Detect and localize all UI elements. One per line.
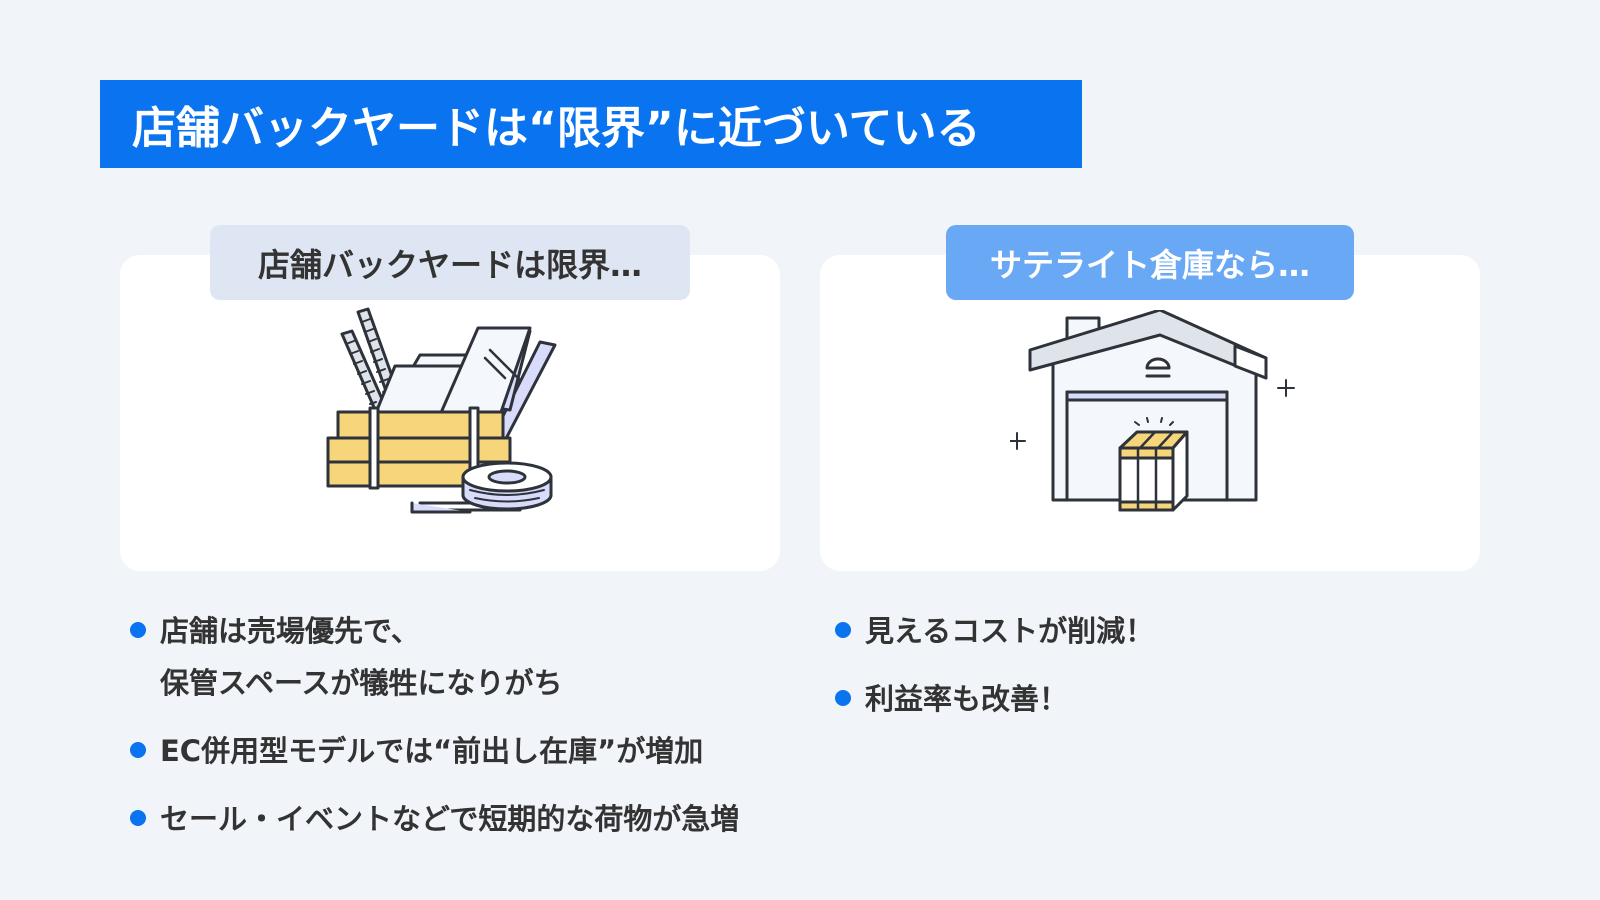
bullet-dot-icon bbox=[130, 742, 146, 758]
satellite-benefits-list: 見えるコストが削減！ 利益率も改善！ bbox=[835, 605, 1154, 741]
bullet-dot-icon bbox=[130, 622, 146, 638]
bullet-dot-icon bbox=[130, 810, 146, 826]
backyard-heading-pill: 店舗バックヤードは限界… bbox=[210, 225, 690, 300]
warehouse-with-package-icon bbox=[1008, 308, 1310, 520]
page-title: 店舗バックヤードは“限界”に近づいている bbox=[132, 103, 981, 154]
list-item: 利益率も改善！ bbox=[835, 673, 1154, 725]
title-banner: 店舗バックヤードは“限界”に近づいている bbox=[100, 80, 1082, 168]
backyard-issues-list: 店舗は売場優先で、 保管スペースが犠牲になりがち EC併用型モデルでは“前出し在… bbox=[130, 605, 739, 861]
list-item: EC併用型モデルでは“前出し在庫”が増加 bbox=[130, 725, 739, 777]
bullet-dot-icon bbox=[835, 622, 851, 638]
satellite-heading-pill: サテライト倉庫なら… bbox=[946, 225, 1354, 300]
cluttered-backyard-boxes-icon bbox=[320, 300, 580, 525]
list-item: 見えるコストが削減！ bbox=[835, 605, 1154, 657]
list-item: セール・イベントなどで短期的な荷物が急増 bbox=[130, 793, 739, 845]
list-item: 店舗は売場優先で、 保管スペースが犠牲になりがち bbox=[130, 605, 739, 709]
bullet-dot-icon bbox=[835, 690, 851, 706]
